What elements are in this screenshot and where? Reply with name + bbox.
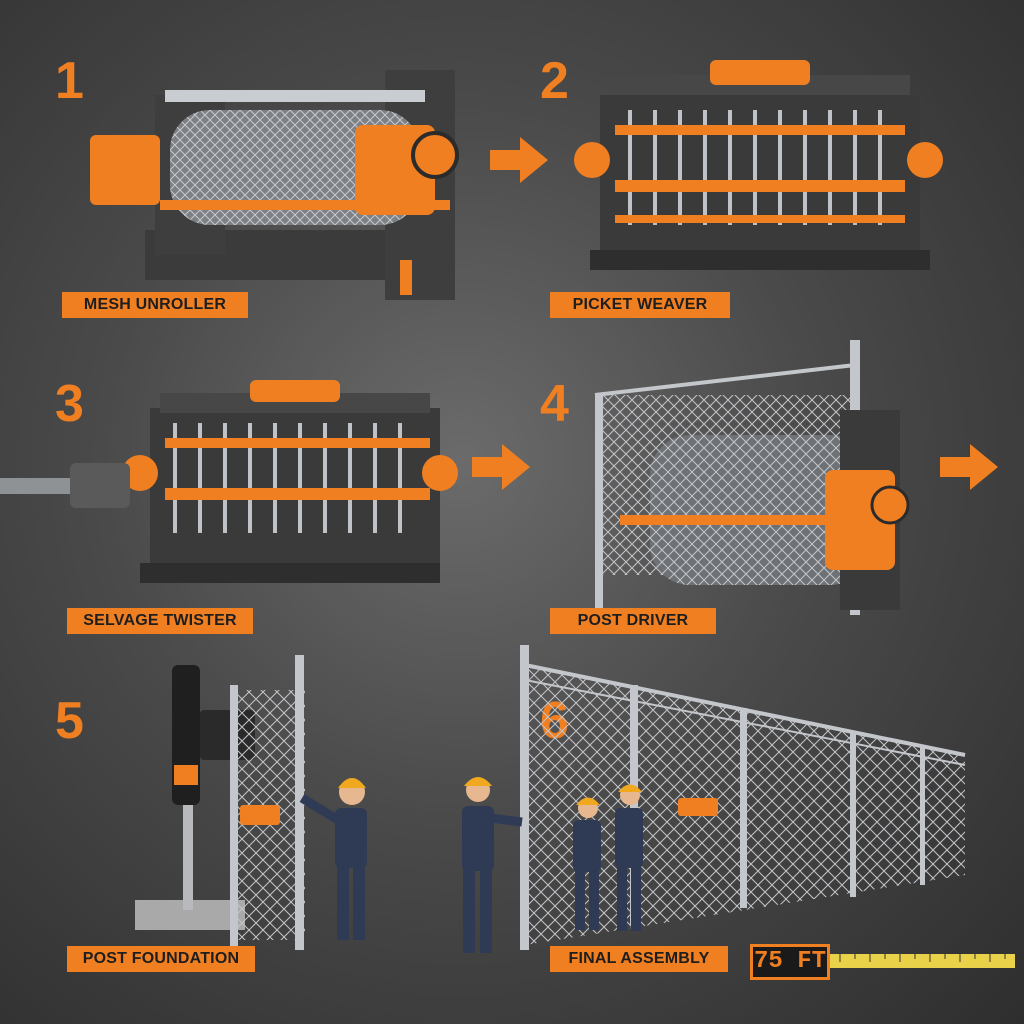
final-assembly-illustration [462,645,966,953]
step-label-1: MESH UNROLLER [62,292,248,318]
arrow-right-icon [472,444,530,490]
step-label-2: PICKET WEAVER [550,292,730,318]
arrow-right-icon [940,444,998,490]
mesh-unroller-illustration [90,70,459,300]
step-number-2: 2 [540,52,569,110]
step-number-4: 4 [540,375,569,433]
post-driver-illustration [594,340,910,615]
tape-readout: 75 FT [750,944,830,980]
step-number-1: 1 [55,52,84,110]
step-number-5: 5 [55,692,84,750]
arrow-right-icon [490,137,548,183]
selvage-twister-illustration [0,380,458,583]
step-label-4: POST DRIVER [550,608,716,634]
step-number-3: 3 [55,375,84,433]
step-label-6: FINAL ASSEMBLY [550,946,728,972]
tape-blade-icon [830,954,1015,968]
post-foundation-illustration [135,655,367,950]
step-label-5: POST FOUNDATION [67,946,255,972]
step-label-3: SELVAGE TWISTER [67,608,253,634]
picket-weaver-illustration [574,60,943,270]
